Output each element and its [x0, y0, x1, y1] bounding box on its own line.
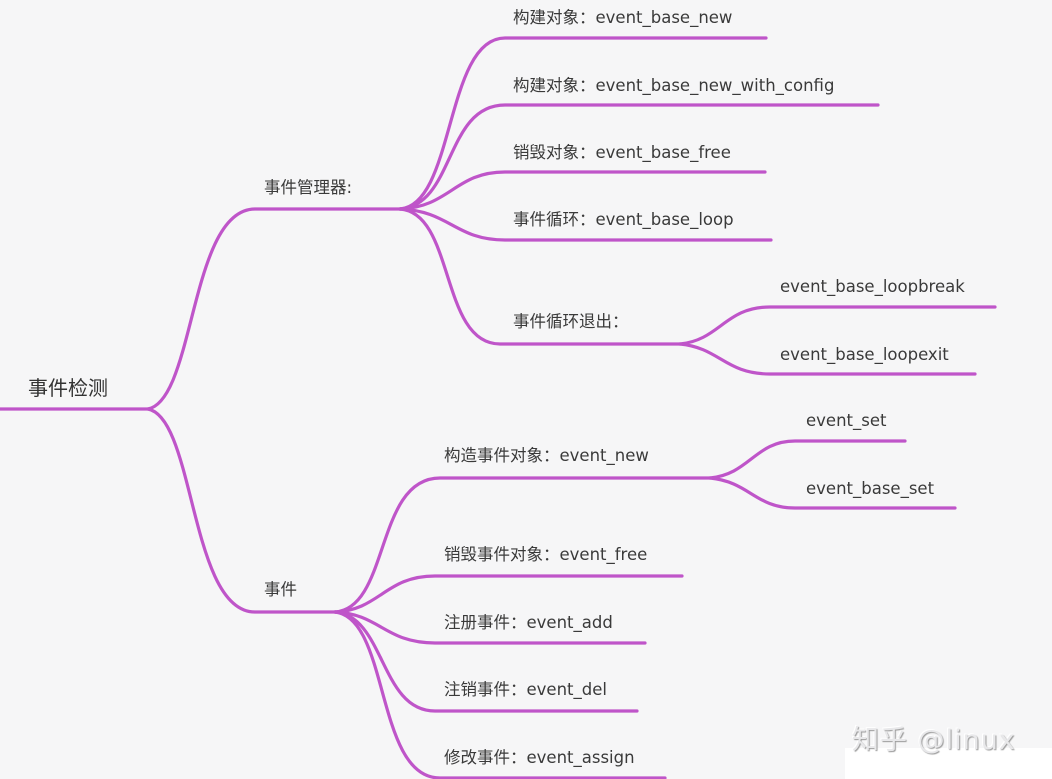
node-event-base-new[interactable]: 构建对象：event_base_new [513, 8, 733, 27]
node-event-base-loopbreak[interactable]: event_base_loopbreak [780, 277, 965, 296]
node-root[interactable]: 事件检测 [28, 376, 108, 400]
node-event[interactable]: 事件 [264, 580, 297, 599]
edge-eventnew-child-0 [708, 439, 907, 480]
edge-loopexit-child-0 [678, 305, 997, 346]
node-event-base-loop[interactable]: 事件循环：event_base_loop [513, 210, 734, 229]
edge-manager-child-3 [398, 207, 773, 242]
node-event-manager[interactable]: 事件管理器: [264, 178, 353, 197]
node-event-loop-exit[interactable]: 事件循环退出： [513, 312, 629, 331]
node-event-free[interactable]: 销毁事件对象：event_free [444, 545, 648, 564]
edge-event-child-1 [333, 574, 684, 614]
node-event-del[interactable]: 注销事件：event_del [444, 680, 607, 699]
node-event-assign[interactable]: 修改事件：event_assign [444, 748, 635, 767]
edge-manager-child-1 [398, 103, 880, 211]
edge-manager-child-2 [398, 170, 767, 211]
node-event-base-loopexit[interactable]: event_base_loopexit [780, 345, 949, 364]
edge-manager-child-4 [398, 207, 682, 346]
node-event-set[interactable]: event_set [806, 411, 887, 430]
edge-root-to-event [146, 407, 337, 614]
edge-root-to-manager [146, 207, 402, 411]
node-event-base-free[interactable]: 销毁对象：event_base_free [513, 143, 731, 162]
edge-loopexit-child-1 [678, 342, 977, 376]
node-event-add[interactable]: 注册事件：event_add [444, 613, 613, 632]
node-event-base-set[interactable]: event_base_set [806, 479, 935, 498]
edge-eventnew-child-1 [708, 476, 957, 510]
edge-manager-child-0 [398, 36, 768, 211]
edge-event-child-2 [333, 610, 647, 645]
watermark-text: 知乎 @linux [852, 725, 1016, 756]
edge-event-child-0 [333, 476, 712, 614]
watermark-background [845, 748, 1052, 779]
node-event-new[interactable]: 构造事件对象：event_new [444, 446, 649, 465]
edge-event-child-3 [333, 610, 639, 713]
node-event-base-new-with-config[interactable]: 构建对象：event_base_new_with_config [513, 76, 835, 95]
edge-event-child-4 [333, 610, 667, 779]
